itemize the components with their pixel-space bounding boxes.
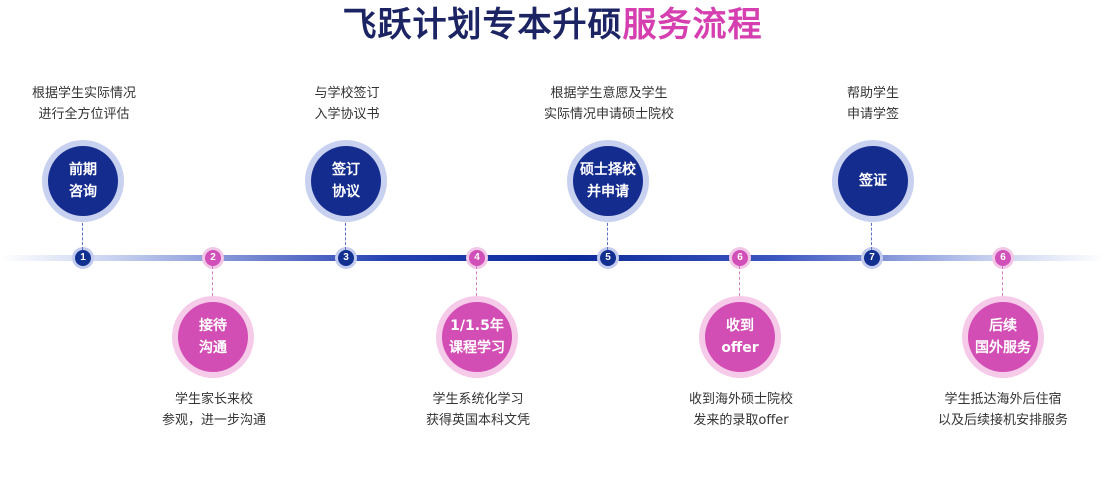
step-4-description: 学生系统化学习获得英国本科文凭 [425, 392, 530, 428]
step-1-marker: 1 [75, 250, 91, 266]
step-8-circle: 后续国外服务 [968, 302, 1038, 372]
step-5-description: 根据学生意愿及学生实际情况申请硕士院校 [543, 86, 674, 122]
step-6-connector [739, 266, 740, 296]
step-1-connector [82, 218, 83, 250]
step-3-connector [345, 218, 346, 250]
step-2-circle: 接待沟通 [178, 302, 248, 372]
step-3-circle: 签订协议 [311, 146, 381, 216]
step-4-circle: 1/1.5年课程学习 [442, 302, 512, 372]
step-7-marker: 7 [864, 250, 880, 266]
title-part-dark: 飞跃计划专本升硕 [342, 5, 623, 45]
step-5-circle: 硕士择校并申请 [573, 146, 643, 216]
step-7-connector [871, 218, 872, 250]
step-2-marker: 2 [205, 250, 221, 266]
step-4-connector [476, 266, 477, 296]
step-2-description: 学生家长来校参观，进一步沟通 [161, 392, 266, 428]
step-3-description: 与学校签订入学协议书 [314, 86, 380, 122]
step-6-description: 收到海外硕士院校发来的录取offer [688, 392, 793, 428]
step-7-circle: 签证 [838, 146, 908, 216]
step-5-marker: 5 [600, 250, 616, 266]
step-3-marker: 3 [338, 250, 354, 266]
step-8-marker: 6 [995, 250, 1011, 266]
step-4-marker: 4 [469, 250, 485, 266]
step-7-description: 帮助学生申请学签 [846, 86, 899, 122]
step-1-circle: 前期咨询 [48, 146, 118, 216]
timeline-track [0, 255, 1105, 261]
title-part-highlight: 服务流程 [622, 5, 763, 45]
step-8-connector [1002, 266, 1003, 296]
step-6-marker: 6 [732, 250, 748, 266]
step-1-description: 根据学生实际情况进行全方位评估 [31, 86, 136, 122]
page-title: 飞跃计划专本升硕服务流程 [0, 0, 1105, 52]
step-2-connector [212, 266, 213, 296]
step-8-description: 学生抵达海外后住宿以及后续接机安排服务 [937, 392, 1068, 428]
step-5-connector [607, 218, 608, 250]
process-timeline: 1 2 3 4 5 6 7 6 [0, 250, 1105, 266]
